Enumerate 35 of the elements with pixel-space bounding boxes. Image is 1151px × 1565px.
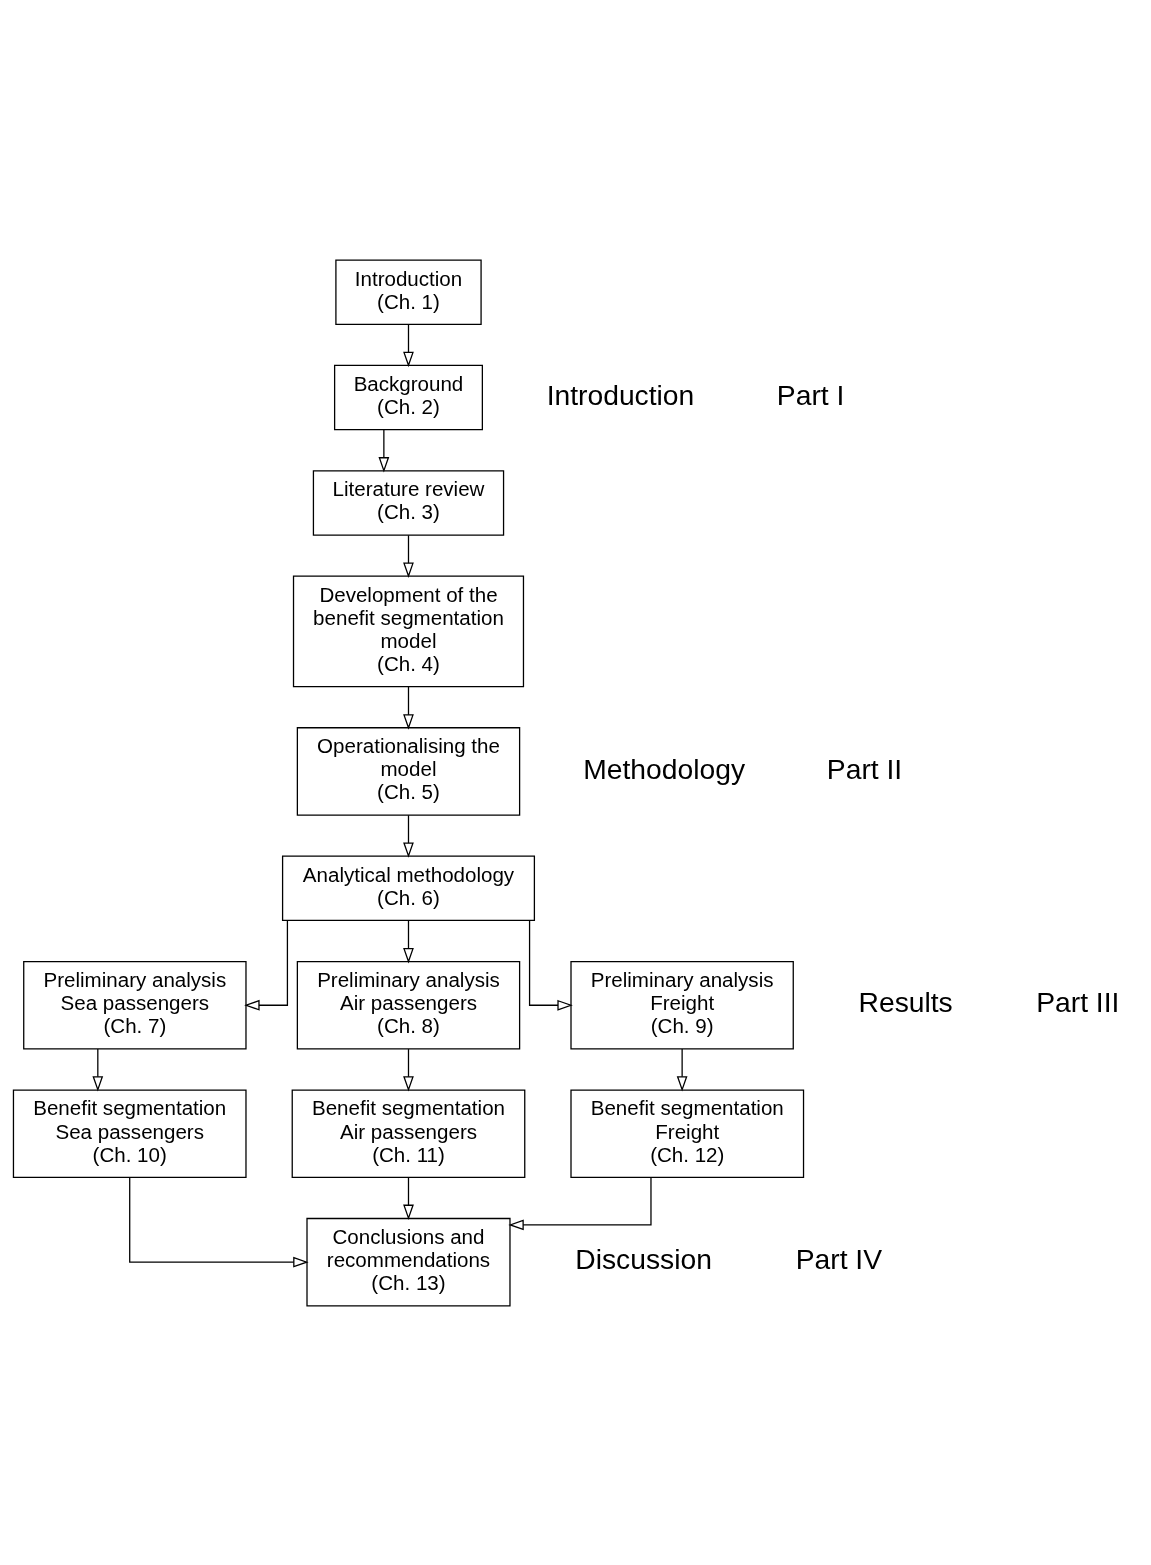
arrow (403, 323, 414, 367)
label: Discussion (575, 1242, 712, 1275)
node-box: Conclusions and recommendations (Ch. 13) (306, 1217, 511, 1306)
node-box: Analytical methodology (Ch. 6) (281, 855, 536, 921)
node-box: Operationalising the model (Ch. 5) (296, 726, 521, 816)
label: Part IV (795, 1242, 883, 1275)
label: Results (858, 985, 953, 1018)
node-box: Literature review (Ch. 3) (312, 469, 505, 536)
node-box: Preliminary analysis Freight (Ch. 9) (570, 960, 794, 1050)
arrow (403, 814, 414, 858)
node-box: Introduction (Ch. 1) (335, 259, 482, 325)
arrow (403, 1047, 414, 1092)
node-box: Preliminary analysis Air passengers (Ch. 8) (296, 960, 521, 1050)
label: Part I (776, 378, 845, 411)
node-box: Preliminary analysis Sea passengers (Ch. 7) (23, 960, 247, 1050)
label: Part II (826, 752, 903, 785)
label: Part III (1036, 985, 1120, 1018)
node-box: Development of the benefit segmentation model (Ch. 4) (292, 575, 525, 687)
node-box: Benefit segmentation Air passengers (Ch. 11) (291, 1088, 526, 1178)
node-box: Benefit segmentation Freight (Ch. 12) (570, 1088, 805, 1178)
node-box: Background (Ch. 2) (334, 364, 483, 430)
arrow (129, 1176, 309, 1268)
label: Introduction (546, 378, 695, 411)
arrow (244, 919, 289, 1011)
arrow (508, 1176, 652, 1230)
arrow (378, 428, 390, 473)
arrow (403, 534, 414, 578)
arrow (403, 919, 414, 963)
label: Methodology (583, 752, 746, 785)
arrow (528, 919, 573, 1011)
arrow (403, 685, 414, 730)
arrow (92, 1047, 104, 1092)
arrow (676, 1047, 688, 1092)
arrow (403, 1176, 414, 1220)
node-box: Benefit segmentation Sea passengers (Ch. 10) (12, 1088, 247, 1178)
